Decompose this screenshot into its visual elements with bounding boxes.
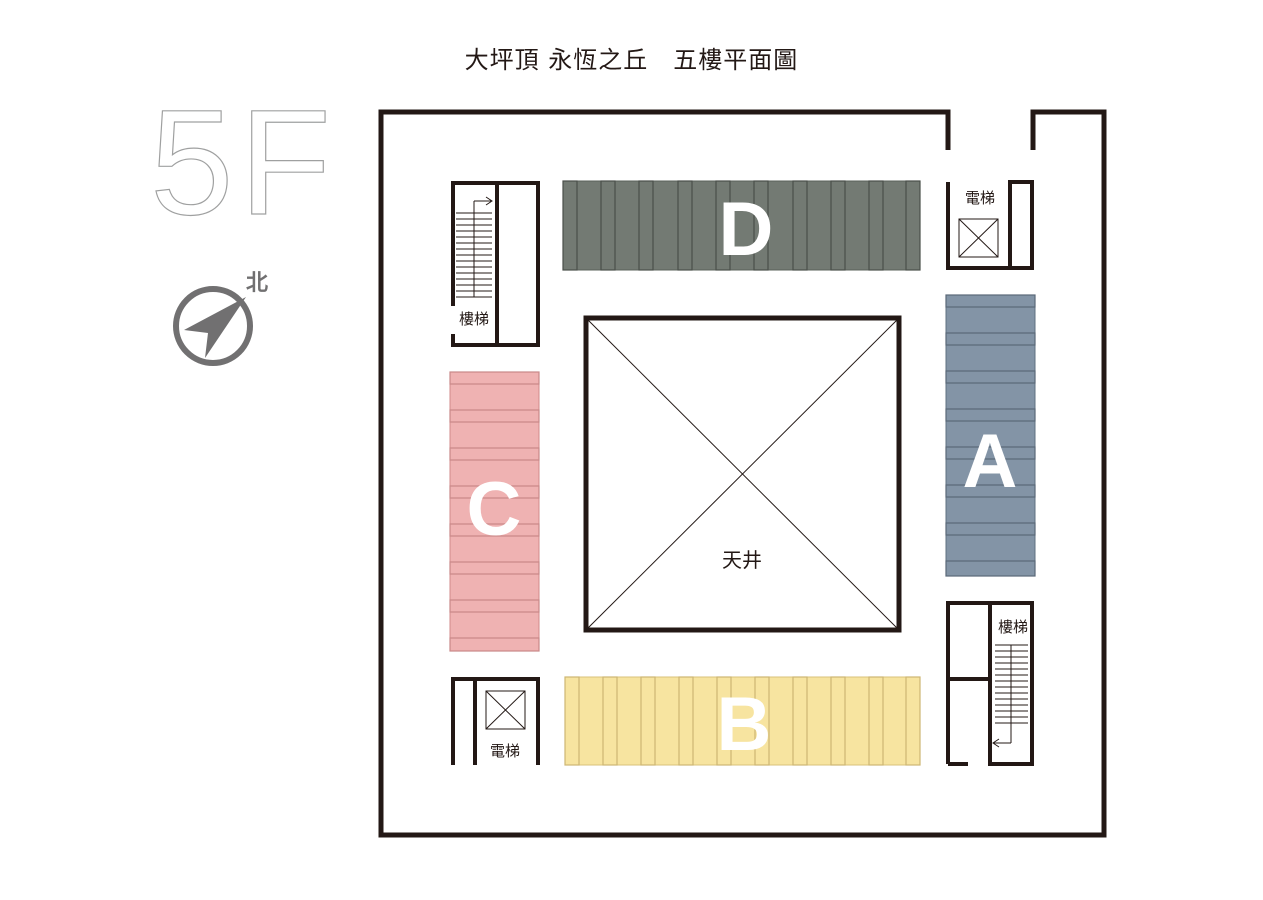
compass-icon [173, 286, 253, 366]
stairs-label-top-left: 樓梯 [459, 310, 489, 328]
stairs-bottom-right[interactable] [946, 601, 1034, 766]
stairs-treads [994, 644, 1028, 744]
zone-b-label: B [717, 682, 772, 767]
stairs-arrow-icon [992, 738, 1000, 748]
atrium [583, 315, 902, 633]
elevator-top-right[interactable] [946, 180, 1034, 270]
stairs-label-bottom-right: 樓梯 [998, 618, 1028, 636]
zone-a[interactable]: A [945, 294, 1036, 577]
zone-c-label: C [467, 467, 522, 552]
zone-d-label: D [719, 187, 774, 272]
zone-b[interactable]: B [564, 676, 921, 767]
elevator-bottom-left[interactable] [451, 677, 540, 765]
zone-a-stripes [945, 294, 1036, 577]
compass-north-label: 北 [246, 271, 268, 296]
elevator-label-bottom-left: 電梯 [490, 742, 520, 760]
floor-label: 5F [150, 78, 337, 246]
stairs-treads [456, 200, 492, 298]
stairs-top-left[interactable] [451, 181, 540, 347]
elevator-car-icon [958, 218, 999, 258]
atrium-label: 天井 [722, 548, 762, 572]
stairs-arrow-icon [485, 196, 493, 206]
zone-c[interactable]: C [449, 371, 540, 652]
zone-d[interactable]: D [562, 180, 921, 272]
elevator-car-icon [485, 690, 526, 730]
zone-d-stripes [562, 180, 921, 271]
zone-a-label: A [963, 419, 1018, 504]
zone-c-stripes [449, 371, 540, 652]
elevator-label-top-right: 電梯 [965, 189, 995, 207]
zone-b-stripes [564, 676, 921, 766]
outer-wall [378, 109, 1107, 838]
page-title: 大坪頂 永恆之丘 五樓平面圖 [464, 46, 799, 74]
